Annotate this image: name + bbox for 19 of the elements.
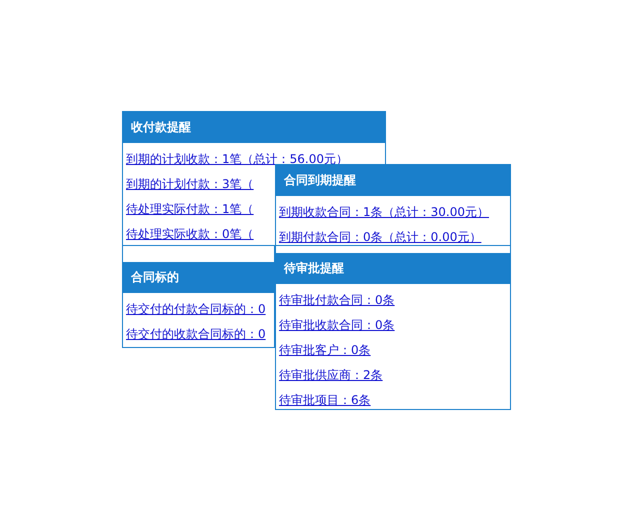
- link: 待交付的收款合同标的：0: [126, 326, 266, 343]
- panel-title: 收付款提醒: [123, 112, 385, 143]
- link: 到期付款合同：0条（总计：0.00元）: [279, 229, 482, 246]
- panel-title: 合同到期提醒: [276, 165, 510, 196]
- link: 待处理实际收款：0笔（: [126, 226, 254, 243]
- link: 到期收款合同：1条（总计：30.00元）: [279, 204, 489, 221]
- link: 待交付的付款合同标的：0: [126, 301, 266, 318]
- panel-title: 合同标的: [123, 262, 274, 293]
- link: 到期的计划付款：3笔（: [126, 176, 254, 193]
- reminder-dialog: [275, 245, 511, 410]
- reminder-dialog: [275, 164, 511, 246]
- link: 待审批项目：6条: [279, 392, 371, 409]
- link: 待审批供应商：2条: [279, 367, 383, 384]
- link: 待审批收款合同：0条: [279, 317, 395, 334]
- link: 待审批客户：0条: [279, 342, 371, 359]
- link: 待处理实际付款：1笔（: [126, 201, 254, 218]
- link: 待审批付款合同：0条: [279, 292, 395, 309]
- panel-title: 待审批提醒: [276, 253, 510, 284]
- panel-card: [122, 245, 275, 348]
